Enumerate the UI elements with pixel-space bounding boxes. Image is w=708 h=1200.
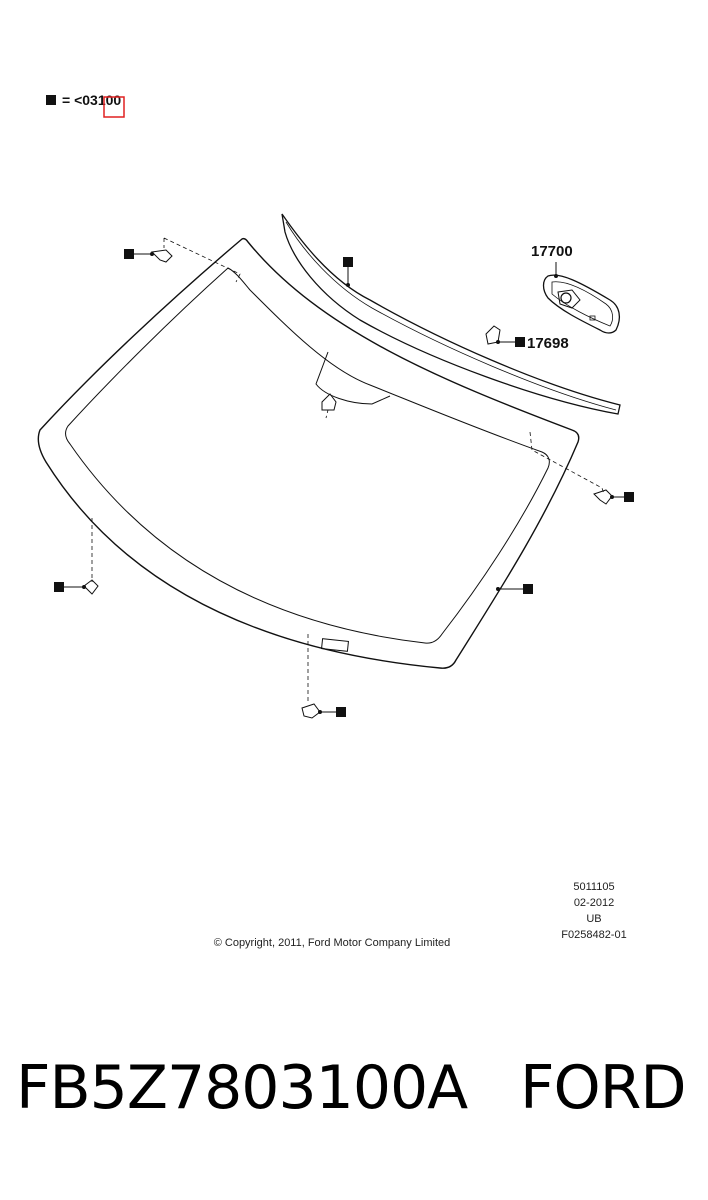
clip-left-lower-square-icon — [54, 582, 64, 592]
meta-line-3: UB — [586, 913, 601, 925]
legend-square-icon — [46, 95, 56, 105]
clip-top-left-square-icon — [124, 249, 134, 259]
mirror-frit-area — [315, 351, 391, 405]
mirror-button-dash — [325, 409, 329, 419]
clip-bottom-icon — [301, 703, 321, 719]
clip-right-icon — [593, 489, 613, 505]
clip-top-left — [124, 237, 241, 283]
glass-callout — [496, 584, 533, 594]
highlight-box — [103, 96, 125, 118]
clip-right — [529, 431, 634, 505]
glass-square-icon — [523, 584, 533, 594]
legend-text: = <03100 — [62, 92, 121, 108]
mirror-bracket: 17698 — [485, 325, 569, 352]
moulding-callout — [343, 257, 353, 287]
windshield-outer-outline — [37, 237, 580, 669]
vin-window — [320, 638, 350, 652]
clip-top-left-dashed-guide — [163, 237, 241, 283]
copyright: © Copyright, 2011, Ford Motor Company Li… — [214, 937, 451, 949]
meta-block: 5011105 02-2012 UB F0258482-01 — [561, 881, 626, 941]
clip-left-lower — [54, 518, 99, 595]
moulding-leader-dot — [346, 283, 350, 287]
brand-name: FORD — [520, 1053, 687, 1123]
mirror-sensor-icon — [589, 315, 596, 321]
legend: = <03100 — [46, 92, 125, 118]
meta-line-4: F0258482-01 — [561, 929, 626, 941]
mirror-glass — [551, 281, 614, 327]
meta-line-1: 5011105 — [573, 881, 614, 893]
clip-top-left-icon — [150, 249, 173, 263]
reveal-moulding — [281, 213, 621, 415]
mirror-bracket-icon — [485, 325, 501, 345]
clip-bottom-square-icon — [336, 707, 346, 717]
moulding-square-icon — [343, 257, 353, 267]
mirror-mount-icon — [560, 292, 572, 304]
mirror-bracket-dot — [496, 340, 500, 344]
mirror-mount-base-icon — [557, 289, 581, 309]
clip-bottom — [301, 634, 346, 719]
mirror-button-icon — [321, 393, 337, 411]
clip-left-lower-icon — [83, 579, 99, 595]
mirror-part-label: 17700 — [531, 243, 573, 260]
mirror-body — [542, 274, 621, 334]
meta-line-2: 02-2012 — [574, 897, 614, 909]
part-number: FB5Z7803100A — [16, 1053, 468, 1123]
mirror-bracket-square-icon — [515, 337, 525, 347]
windshield-inner-outline — [65, 267, 550, 644]
mirror-bracket-part-label: 17698 — [527, 335, 569, 352]
rear-view-mirror: 17700 — [531, 243, 621, 334]
mirror-leader-dot — [554, 274, 558, 278]
footer: FB5Z7803100A FORD — [0, 1058, 708, 1168]
clip-right-dashed-guide — [529, 431, 605, 495]
reveal-moulding-inner-line — [285, 221, 617, 411]
clip-right-square-icon — [624, 492, 634, 502]
